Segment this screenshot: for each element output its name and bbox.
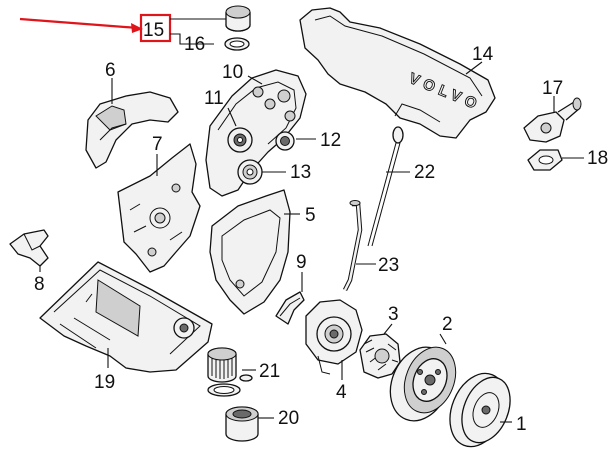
callout-21: 21 bbox=[259, 361, 280, 382]
callout-5: 5 bbox=[305, 205, 316, 226]
part-idler-pulley bbox=[275, 131, 295, 151]
part-cap-seal bbox=[224, 37, 250, 51]
part-seal-segment bbox=[275, 291, 305, 325]
callout-13: 13 bbox=[290, 162, 311, 183]
part-crank-sprocket bbox=[237, 159, 263, 185]
part-oil-filler-cap bbox=[225, 5, 251, 32]
part-bracket bbox=[9, 229, 49, 267]
callout-22: 22 bbox=[414, 162, 435, 183]
part-dipstick bbox=[367, 126, 404, 247]
part-lower-timing-cover bbox=[209, 189, 291, 315]
callout-20: 20 bbox=[278, 408, 299, 429]
callout-10: 10 bbox=[222, 62, 243, 83]
part-crank-pulley bbox=[389, 346, 457, 422]
callout-23: 23 bbox=[378, 255, 399, 276]
part-thermostat-gasket bbox=[527, 149, 563, 171]
part-dipstick-tube bbox=[342, 200, 363, 292]
callout-12: 12 bbox=[320, 130, 341, 151]
callout-15: 15 bbox=[143, 20, 164, 41]
callout-11: 11 bbox=[204, 88, 224, 109]
callout-2: 2 bbox=[442, 314, 453, 335]
callout-18: 18 bbox=[587, 148, 608, 169]
highlight-box bbox=[139, 13, 172, 43]
part-timing-belt bbox=[205, 69, 307, 197]
part-upper-timing-cover bbox=[85, 91, 179, 169]
part-thermostat-housing bbox=[523, 97, 582, 143]
part-engine-cover: VOLVO bbox=[299, 7, 496, 139]
callout-7: 7 bbox=[152, 134, 163, 155]
callout-8: 8 bbox=[34, 274, 45, 295]
part-oil-pump bbox=[305, 299, 363, 375]
highlight-arrow bbox=[19, 17, 143, 33]
callout-6: 6 bbox=[105, 60, 116, 81]
callout-1: 1 bbox=[516, 414, 527, 435]
part-crank-gear bbox=[359, 333, 401, 379]
part-oil-pan bbox=[39, 261, 213, 373]
callout-4: 4 bbox=[336, 382, 347, 403]
part-oil-filter bbox=[207, 347, 253, 397]
part-damper bbox=[449, 372, 511, 448]
callout-14: 14 bbox=[472, 44, 494, 65]
callout-16: 16 bbox=[184, 34, 205, 55]
part-belt-tensioner bbox=[227, 127, 253, 153]
callout-19: 19 bbox=[94, 372, 115, 393]
part-filter-housing-cap bbox=[225, 406, 259, 442]
part-rear-timing-plate bbox=[117, 143, 201, 273]
callout-9: 9 bbox=[296, 252, 307, 273]
callout-3: 3 bbox=[388, 304, 399, 325]
callout-17: 17 bbox=[542, 78, 563, 99]
